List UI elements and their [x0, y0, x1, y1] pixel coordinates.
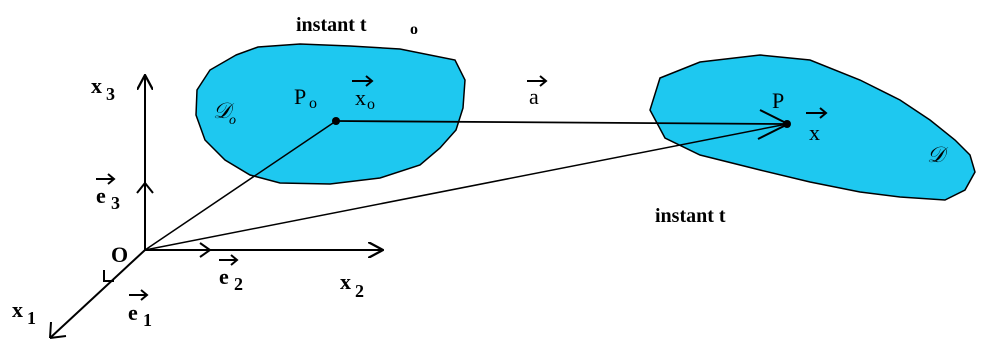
- label-x0-sub: o: [367, 96, 375, 113]
- label-x0-vec: x: [355, 85, 366, 110]
- label-x3-sub: 3: [106, 84, 115, 104]
- vector-a: [335, 120, 787, 125]
- region-d0: [195, 43, 466, 185]
- vector-x: [144, 123, 788, 251]
- label-e3-sub: 3: [111, 193, 120, 213]
- e3-overarrow: [96, 173, 116, 185]
- axis-x1-arrowhead: [49, 321, 67, 339]
- label-x3: x: [91, 73, 102, 98]
- label-p0-sub: o: [309, 95, 317, 112]
- point-p0: [332, 117, 340, 125]
- label-e3: e: [96, 183, 106, 208]
- label-instant-t0-sub: o: [410, 21, 418, 38]
- x0-overarrow: [352, 75, 374, 87]
- axis-x1: [49, 249, 146, 339]
- label-domain-d0-sub: o: [229, 113, 236, 128]
- point-p: [783, 120, 791, 128]
- e1-overarrow: [129, 289, 149, 301]
- e2-overarrow: [219, 254, 239, 266]
- label-instant-t0: instant t: [296, 14, 367, 36]
- e2-tip: [199, 242, 212, 258]
- label-e2-sub: 2: [234, 274, 243, 294]
- label-domain-d0: 𝒟: [213, 98, 235, 123]
- label-a-vec: a: [529, 84, 539, 109]
- label-p0: P: [294, 84, 306, 109]
- label-e1-sub: 1: [143, 310, 152, 330]
- label-origin: O: [111, 242, 128, 267]
- vector-x0: [144, 120, 337, 251]
- e3-tip: [136, 181, 154, 194]
- label-domain-d: 𝒟: [927, 142, 949, 167]
- label-p: P: [772, 88, 784, 113]
- label-x1: x: [12, 297, 23, 322]
- label-x-vec: x: [809, 120, 820, 145]
- label-x1-sub: 1: [27, 308, 36, 328]
- label-x2-sub: 2: [355, 281, 364, 301]
- label-instant-t: instant t: [655, 205, 726, 227]
- label-e2: e: [219, 264, 229, 289]
- label-x2: x: [340, 269, 351, 294]
- a-overarrow: [527, 75, 548, 87]
- x-overarrow: [806, 107, 828, 119]
- label-e1: e: [128, 300, 138, 325]
- e1-tip: [103, 270, 114, 282]
- region-d: [649, 54, 976, 201]
